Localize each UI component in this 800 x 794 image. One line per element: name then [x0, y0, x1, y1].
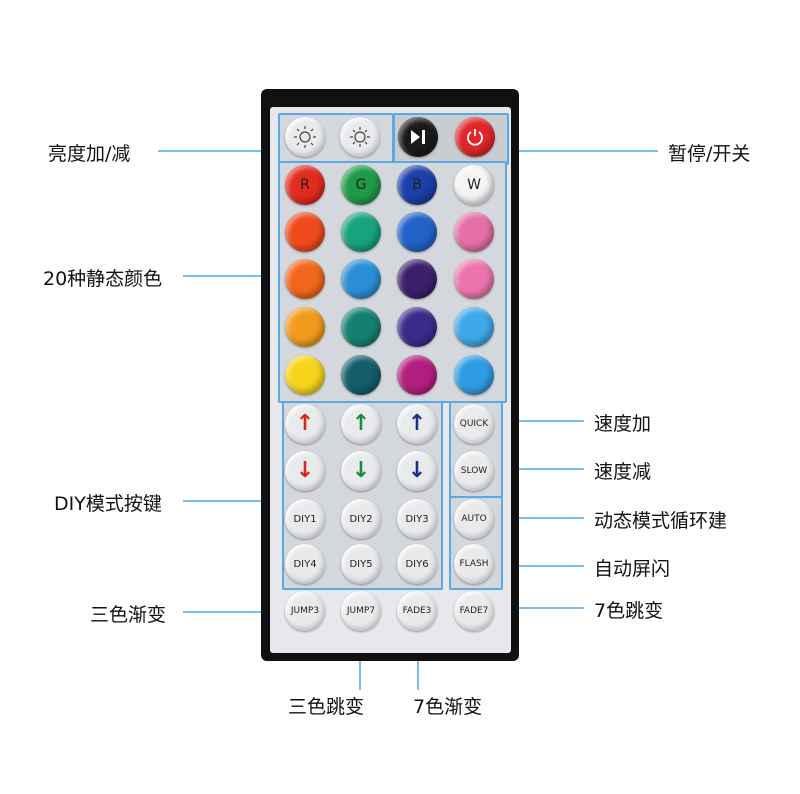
brightness-up-button[interactable]: [285, 117, 325, 157]
color-button-r2-c1[interactable]: [285, 212, 325, 252]
brightness-down-button[interactable]: [340, 117, 380, 157]
color-button-r2-c2[interactable]: [341, 212, 381, 252]
slow-label: SLOW: [460, 466, 488, 476]
flash-button[interactable]: FLASH: [454, 544, 494, 584]
diy1-button[interactable]: DIY1: [285, 499, 325, 539]
color-button-r5-c4[interactable]: [454, 355, 494, 395]
jump7-button[interactable]: JUMP7: [341, 591, 381, 631]
blue-down-button[interactable]: ↓: [397, 451, 437, 491]
label-fade3-left: 三色渐变: [90, 604, 167, 626]
arrow-up-icon: ↑: [295, 411, 315, 436]
color-letter-g: G: [355, 177, 367, 193]
color-button-r3-c3[interactable]: [397, 259, 437, 299]
color-button-r2-c3[interactable]: [397, 212, 437, 252]
auto-button[interactable]: AUTO: [454, 499, 494, 539]
diy1-label: DIY1: [293, 513, 317, 525]
color-button-r3-c4[interactable]: [454, 259, 494, 299]
diy5-button[interactable]: DIY5: [341, 544, 381, 584]
slow-button[interactable]: SLOW: [454, 451, 494, 491]
diy4-button[interactable]: DIY4: [285, 544, 325, 584]
fade3-label: FADE3: [402, 606, 432, 616]
diy2-button[interactable]: DIY2: [341, 499, 381, 539]
diy5-label: DIY5: [349, 558, 373, 570]
color-button-r4-c4[interactable]: [454, 307, 494, 347]
jump3-label: JUMP3: [290, 606, 320, 616]
jump3-button[interactable]: JUMP3: [285, 591, 325, 631]
blue-up-button[interactable]: ↑: [397, 404, 437, 444]
color-button-r4-c3[interactable]: [397, 307, 437, 347]
color-button-r5-c3[interactable]: [397, 355, 437, 395]
label-auto: 动态模式循环建: [594, 510, 728, 532]
power-icon: [467, 129, 483, 146]
fade7-label: FADE7: [459, 606, 489, 616]
jump7-label: JUMP7: [346, 606, 376, 616]
arrow-down-icon: ↓: [295, 458, 315, 483]
fade7-button[interactable]: FADE7: [454, 591, 494, 631]
red-up-button[interactable]: ↑: [285, 404, 325, 444]
arrow-down-icon: ↓: [407, 458, 427, 483]
flash-label: FLASH: [459, 559, 489, 569]
color-button-r4-c2[interactable]: [341, 307, 381, 347]
play-pause-icon: [411, 130, 425, 144]
label-slow: 速度减: [594, 461, 652, 483]
color-button-r1-c3[interactable]: B: [397, 165, 437, 205]
quick-label: QUICK: [459, 419, 489, 429]
fade3-button[interactable]: FADE3: [397, 591, 437, 631]
color-button-r1-c2[interactable]: G: [341, 165, 381, 205]
arrow-down-icon: ↓: [351, 458, 371, 483]
color-button-r2-c4[interactable]: [454, 212, 494, 252]
power-button[interactable]: [455, 117, 495, 157]
red-down-button[interactable]: ↓: [285, 451, 325, 491]
diy2-label: DIY2: [349, 513, 373, 525]
color-letter-w: W: [467, 177, 481, 193]
color-button-r5-c1[interactable]: [285, 355, 325, 395]
arrow-up-icon: ↑: [407, 411, 427, 436]
label-fade7-bottom: 7色渐变: [413, 696, 483, 718]
diy3-button[interactable]: DIY3: [397, 499, 437, 539]
play-pause-button[interactable]: [398, 117, 438, 157]
quick-button[interactable]: QUICK: [454, 404, 494, 444]
color-letter-b: B: [412, 177, 422, 193]
color-button-r4-c1[interactable]: [285, 307, 325, 347]
diy3-label: DIY3: [405, 513, 429, 525]
color-letter-r: R: [300, 177, 310, 193]
label-flash: 自动屏闪: [594, 558, 671, 580]
label-jump3-bottom: 三色跳变: [288, 696, 365, 718]
arrow-up-icon: ↑: [351, 411, 371, 436]
color-button-r3-c1[interactable]: [285, 259, 325, 299]
diy4-label: DIY4: [293, 558, 317, 570]
color-button-r1-c4[interactable]: W: [454, 165, 494, 205]
label-pause-power: 暂停/开关: [668, 143, 751, 165]
label-quick: 速度加: [594, 413, 652, 435]
color-button-r1-c1[interactable]: R: [285, 165, 325, 205]
green-up-button[interactable]: ↑: [341, 404, 381, 444]
label-brightness: 亮度加/减: [48, 143, 131, 165]
sun-up-icon: [294, 126, 316, 148]
diy6-button[interactable]: DIY6: [397, 544, 437, 584]
color-button-r5-c2[interactable]: [341, 355, 381, 395]
label-diy: DIY模式按键: [54, 493, 162, 515]
label-static-colors: 20种静态颜色: [43, 268, 163, 290]
green-down-button[interactable]: ↓: [341, 451, 381, 491]
sun-down-icon: [350, 127, 370, 147]
auto-label: AUTO: [461, 514, 487, 524]
label-fade7-right: 7色跳变: [594, 600, 664, 622]
color-button-r3-c2[interactable]: [341, 259, 381, 299]
diy6-label: DIY6: [405, 558, 429, 570]
